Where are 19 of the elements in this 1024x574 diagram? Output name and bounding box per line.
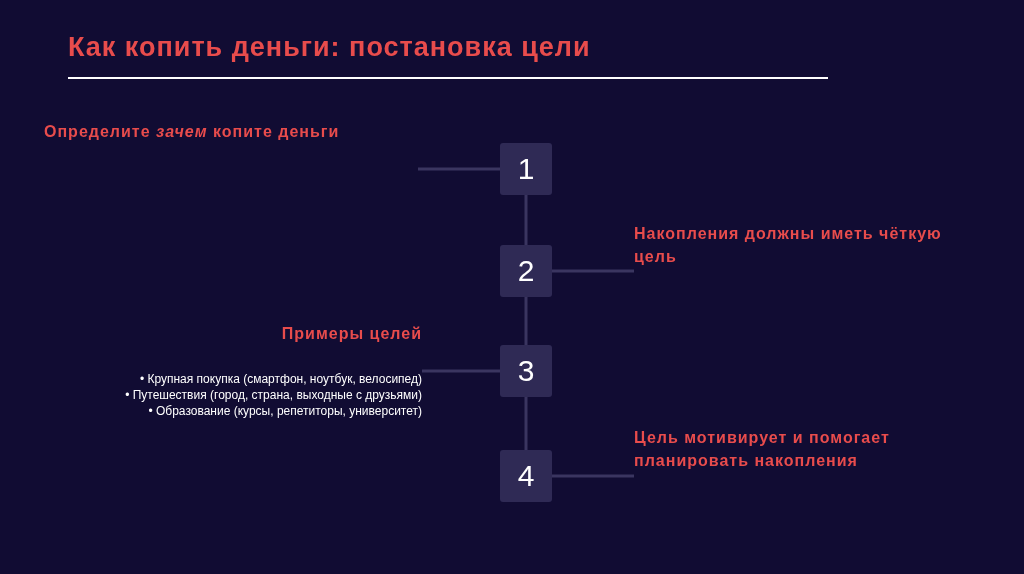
connector-line — [524, 297, 528, 345]
point-heading: Определите зачем копите деньги — [44, 120, 418, 172]
step-number-box: 4 — [500, 450, 552, 502]
step-number-box: 2 — [500, 245, 552, 297]
point-heading: Примеры целей — [281, 324, 422, 344]
slide-title: Как копить деньги: постановка цели — [68, 32, 591, 63]
bullet-item: • Образование (курсы, репетиторы, университет) — [148, 403, 422, 419]
connector-line — [418, 167, 500, 171]
step-number-box: 1 — [500, 143, 552, 195]
bullet-item: • Путешествия (город, страна, выходные с друзьями) — [125, 387, 422, 403]
bullet-item: • Крупная покупка (смартфон, ноутбук, велосипед) — [139, 371, 422, 387]
step-number-box: 3 — [500, 345, 552, 397]
connector-line — [552, 474, 634, 478]
connector-line — [552, 269, 634, 273]
connector-line — [524, 397, 528, 450]
connector-line — [422, 369, 500, 373]
point-heading: Цель мотивирует и помогает планировать накопления — [634, 426, 924, 478]
connector-line — [524, 195, 528, 245]
point-heading: Накопления должны иметь чёткую цель — [634, 222, 964, 274]
